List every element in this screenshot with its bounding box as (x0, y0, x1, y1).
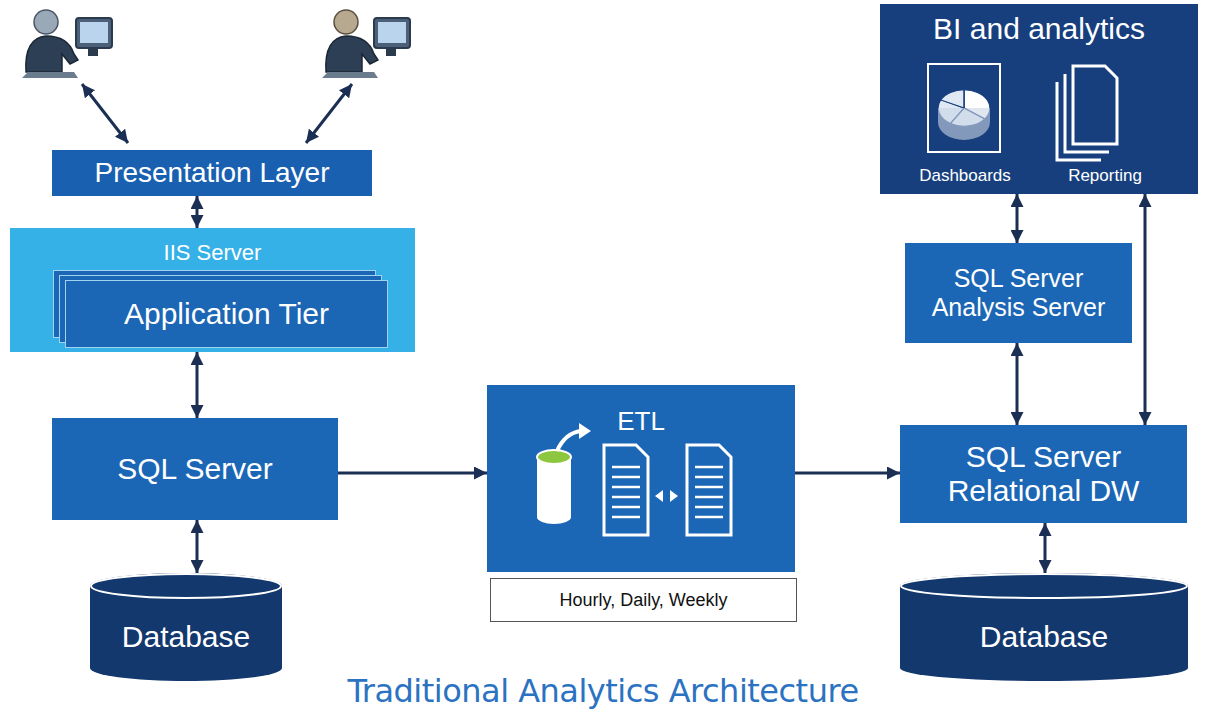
icon-label-row: Dashboards Reporting (880, 166, 1198, 186)
database-cylinder: Database (900, 573, 1188, 681)
label-slot: Reporting (1040, 166, 1170, 186)
node-label: BI and analytics (933, 12, 1145, 47)
connector-arrow (196, 520, 199, 573)
connector-arrow (196, 352, 199, 418)
connector-arrow (1016, 343, 1019, 425)
server-band: IIS ServerApplication Tier (10, 228, 415, 352)
server-box: SQL Server (52, 418, 338, 520)
bi-box: BI and analyticsDashboards Reporting (880, 4, 1198, 194)
application-box: Application Tier (65, 280, 388, 348)
user-figure (22, 10, 112, 78)
connector-arrow (1016, 194, 1019, 243)
node-label: SQL Server Relational DW (910, 440, 1177, 509)
connector-arrow (1044, 523, 1047, 573)
connector-arrow (1144, 194, 1147, 425)
node-label: SQL Server (117, 452, 273, 487)
node-label: Database (122, 620, 250, 655)
server-box: SQL Server Analysis Server (905, 243, 1132, 343)
server-box: SQL Server Relational DW (900, 425, 1187, 523)
connector-arrow (196, 196, 199, 228)
label-slot: Dashboards (900, 166, 1030, 186)
user-figure (322, 10, 410, 78)
schedule-box: Hourly, Daily, Weekly (490, 578, 797, 622)
icon-label: Dashboards (900, 166, 1030, 186)
user-arrow (82, 84, 128, 143)
user-arrow (306, 84, 352, 143)
connector-arrow (795, 472, 900, 475)
database-cylinder: Database (90, 573, 282, 681)
connector-arrow (338, 472, 487, 475)
icon-label: Reporting (1040, 166, 1170, 186)
etl-box: ETL (487, 385, 795, 572)
node-label: Database (980, 620, 1108, 655)
node-label: SQL Server Analysis Server (915, 264, 1122, 322)
node-label: Application Tier (124, 297, 329, 332)
diagram-caption: Traditional Analytics Architecture (0, 672, 1206, 710)
node-label: ETL (617, 407, 665, 437)
presentation-box: Presentation Layer (52, 150, 372, 196)
node-label: Presentation Layer (94, 157, 329, 189)
node-label: IIS Server (164, 240, 262, 265)
node-label: Hourly, Daily, Weekly (559, 590, 727, 611)
